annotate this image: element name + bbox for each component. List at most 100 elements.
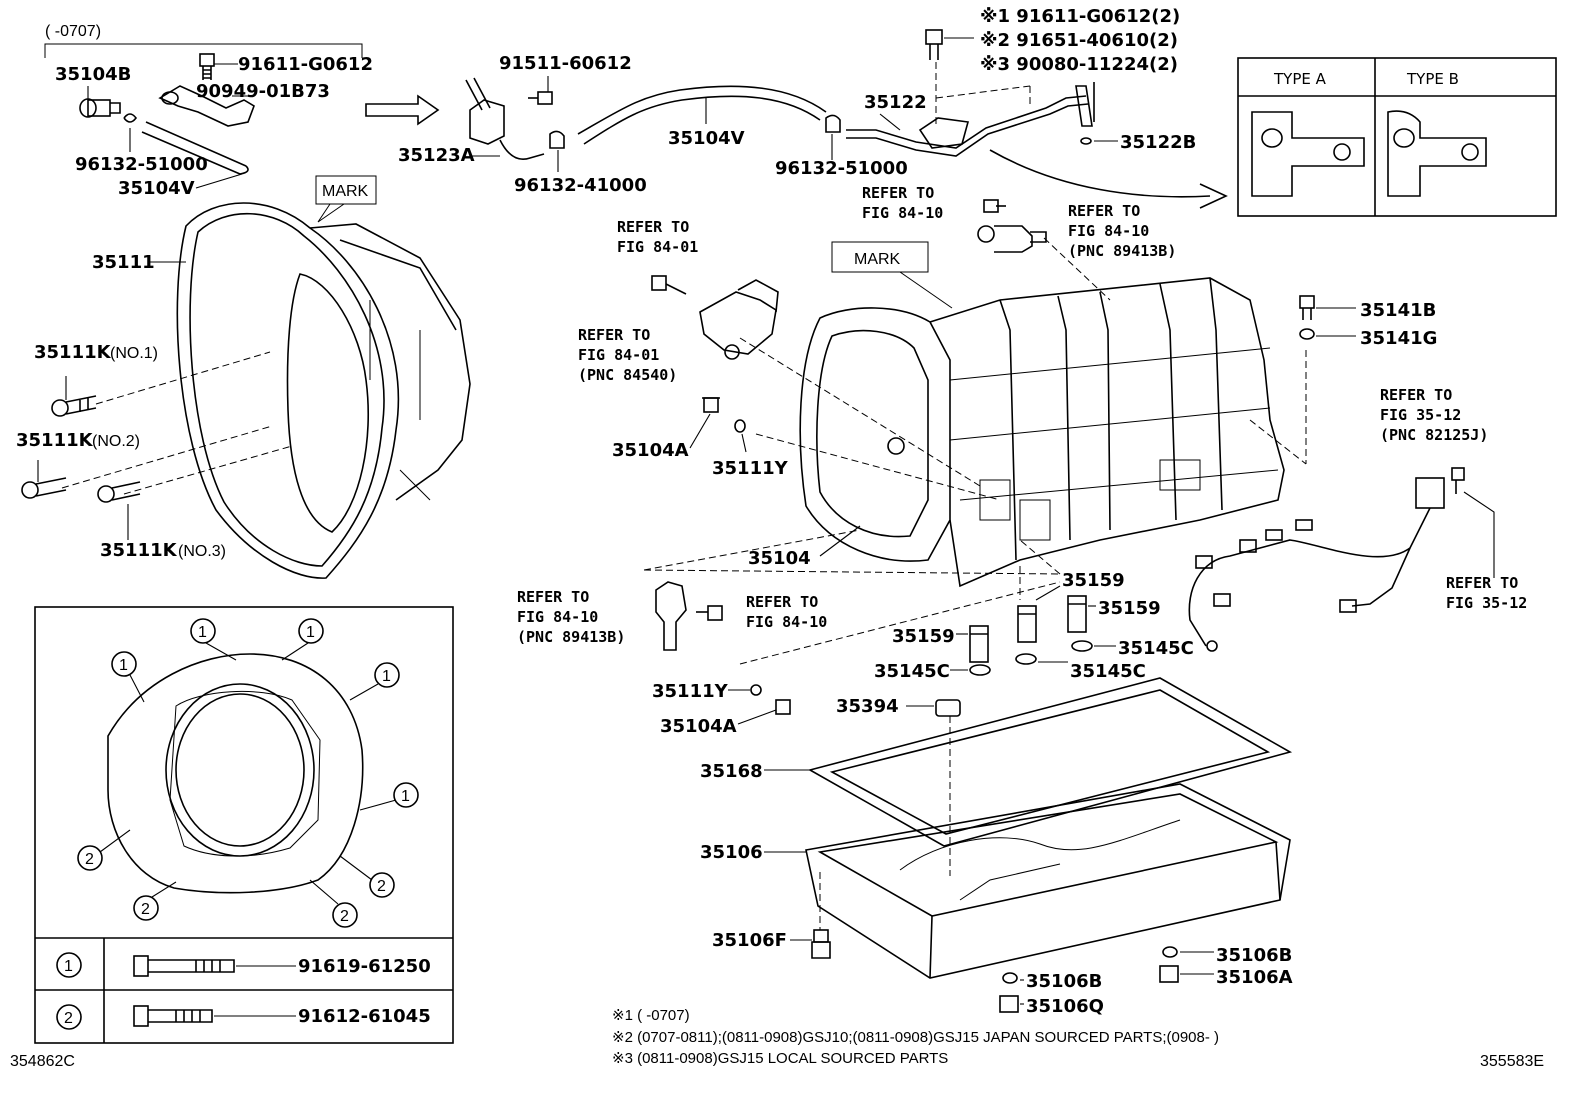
label-35104B: 35104B — [55, 64, 131, 85]
callout-1: 1 — [198, 624, 207, 641]
label-35111K-1: 35111K — [34, 342, 112, 363]
magnet-icon — [935, 699, 961, 717]
label-35104V-left: 35104V — [118, 178, 195, 199]
ref-84-10-d-line2: FIG 84-10 — [746, 613, 827, 631]
label-35111K-2: 35111K — [16, 430, 94, 451]
type-b-label: TYPE B — [1406, 70, 1459, 88]
label-35106B-mid: 35106B — [1026, 971, 1102, 992]
plug-icon — [969, 625, 989, 663]
washer-icon — [969, 664, 991, 676]
bolt-row-2-num: 2 — [64, 1010, 73, 1027]
label-35122: 35122 — [864, 92, 927, 113]
ref-84-10-b-line2: FIG 84-10 — [1068, 222, 1149, 240]
label-35104A-lower: 35104A — [660, 716, 737, 737]
bolt-icon — [51, 395, 97, 417]
bracket-icon — [158, 85, 255, 127]
label-35159-c: 35159 — [892, 626, 955, 647]
label-35104A-upper: 35104A — [612, 440, 689, 461]
ref-84-10-c-line2: FIG 84-10 — [517, 608, 598, 626]
label-35141G: 35141G — [1360, 328, 1437, 349]
label-35111Y-lower: 35111Y — [652, 681, 729, 702]
gasket-icon — [1002, 972, 1018, 984]
flange-detail-box: 1 1 1 1 1 2 2 2 2 1 91619-61250 2 — [34, 606, 454, 1044]
label-35159-a: 35159 — [1062, 570, 1125, 591]
diagram-code-right: 355583E — [1480, 1053, 1544, 1070]
ref-84-01-b-line2: FIG 84-01 — [578, 346, 659, 364]
label-90949-01B73-visible: 90949-01B73 — [196, 81, 330, 102]
sensor-icon — [977, 225, 1047, 253]
footnote-2: ※2 (0707-0811);(0811-0908)GSJ10;(0811-09… — [612, 1029, 1219, 1046]
label-35106A: 35106A — [1216, 967, 1293, 988]
washer-icon — [1015, 653, 1037, 665]
transmission-case: MARK 35104 — [643, 237, 1307, 930]
mark-label-center: MARK — [854, 251, 901, 268]
bell-housing: MARK 35111 35111K (NO.1) 35111K (NO.2) — [16, 175, 471, 579]
bracket-type-a-icon — [1251, 111, 1365, 197]
type-a-label: TYPE A — [1273, 70, 1327, 88]
label-35122B: 35122B — [1120, 132, 1196, 153]
label-35111K-3: 35111K — [100, 540, 178, 561]
ref-84-10-c-line3: (PNC 89413B) — [517, 628, 625, 646]
diagram-code-left: 354862C — [10, 1053, 75, 1070]
label-35111Y-upper: 35111Y — [712, 458, 789, 479]
label-35111K-1-note: (NO.1) — [110, 345, 158, 362]
bolt-icon — [1451, 467, 1465, 494]
ref-84-01-a-line1: REFER TO — [617, 218, 689, 236]
label-35104: 35104 — [748, 548, 811, 569]
callout-1: 1 — [306, 624, 315, 641]
bracket-type-b-icon — [1387, 110, 1487, 197]
sensor-icon — [655, 581, 687, 651]
label-35106F: 35106F — [712, 930, 787, 951]
ref-35-12-b-line1: REFER TO — [1446, 574, 1518, 592]
filters-group: 35159 35159 35159 35145C 35145C 35145C 3… — [652, 570, 1194, 737]
washer-icon — [1071, 640, 1093, 652]
label-96132-41000: 96132-41000 — [514, 175, 647, 196]
ref-35-12-a-line2: FIG 35-12 — [1380, 406, 1461, 424]
flange-callouts: 1 1 1 1 1 2 2 2 2 — [77, 618, 419, 928]
bolt-icon — [1299, 295, 1315, 320]
label-35168: 35168 — [700, 761, 763, 782]
plug-icon — [1017, 605, 1037, 643]
gasket-35168 — [807, 677, 1293, 847]
label-star2: ※2 91651-40610(2) — [980, 30, 1178, 51]
ref-84-10-b-line1: REFER TO — [1068, 202, 1140, 220]
fitting-icon — [79, 98, 121, 118]
label-35159-b: 35159 — [1098, 598, 1161, 619]
references: REFER TO FIG 84-10 REFER TO FIG 84-10 (P… — [517, 184, 1527, 652]
bolt-short-icon — [133, 1005, 213, 1027]
label-96132-51000-left: 96132-51000 — [75, 154, 208, 175]
label-35145C-c: 35145C — [874, 661, 950, 682]
top-left-group: ( -0707) 91611-G0612 90949-01B73 90949-0… — [44, 23, 440, 199]
label-35145C-a: 35145C — [1118, 638, 1194, 659]
label-96132-51000-mid: 96132-51000 — [775, 158, 908, 179]
label-35394: 35394 — [836, 696, 899, 717]
bolt-row-1-num: 1 — [64, 958, 73, 975]
label-35106: 35106 — [700, 842, 763, 863]
callout-2: 2 — [340, 908, 349, 925]
footnote-3: ※3 (0811-0908)GSJ15 LOCAL SOURCED PARTS — [612, 1050, 948, 1067]
clip-icon — [549, 130, 565, 149]
label-35141B: 35141B — [1360, 300, 1436, 321]
ref-84-01-b-line1: REFER TO — [578, 326, 650, 344]
ref-84-10-b-line3: (PNC 89413B) — [1068, 242, 1176, 260]
label-91511-60612: 91511-60612 — [499, 53, 632, 74]
ref-84-10-a-line2: FIG 84-10 — [862, 204, 943, 222]
plug-icon — [1067, 595, 1087, 633]
wire-harness-icon — [1188, 477, 1445, 652]
bolt-icon — [528, 91, 553, 105]
bolt-icon — [983, 199, 1006, 213]
range-label-top-left: ( -0707) — [45, 23, 101, 40]
label-star3: ※3 90080-11224(2) — [980, 54, 1178, 75]
ref-84-01-a-line2: FIG 84-01 — [617, 238, 698, 256]
callout-1: 1 — [382, 668, 391, 685]
bolt-table: 1 91619-61250 2 91612-61045 — [56, 952, 431, 1030]
label-35123A: 35123A — [398, 145, 475, 166]
type-box: TYPE A TYPE B — [1237, 57, 1557, 217]
o-ring-icon — [734, 419, 746, 433]
hose-icon — [577, 85, 827, 135]
speed-sensor-icon — [699, 279, 779, 360]
callout-1: 1 — [119, 657, 128, 674]
label-35106B-right: 35106B — [1216, 945, 1292, 966]
label-35111: 35111 — [92, 252, 155, 273]
